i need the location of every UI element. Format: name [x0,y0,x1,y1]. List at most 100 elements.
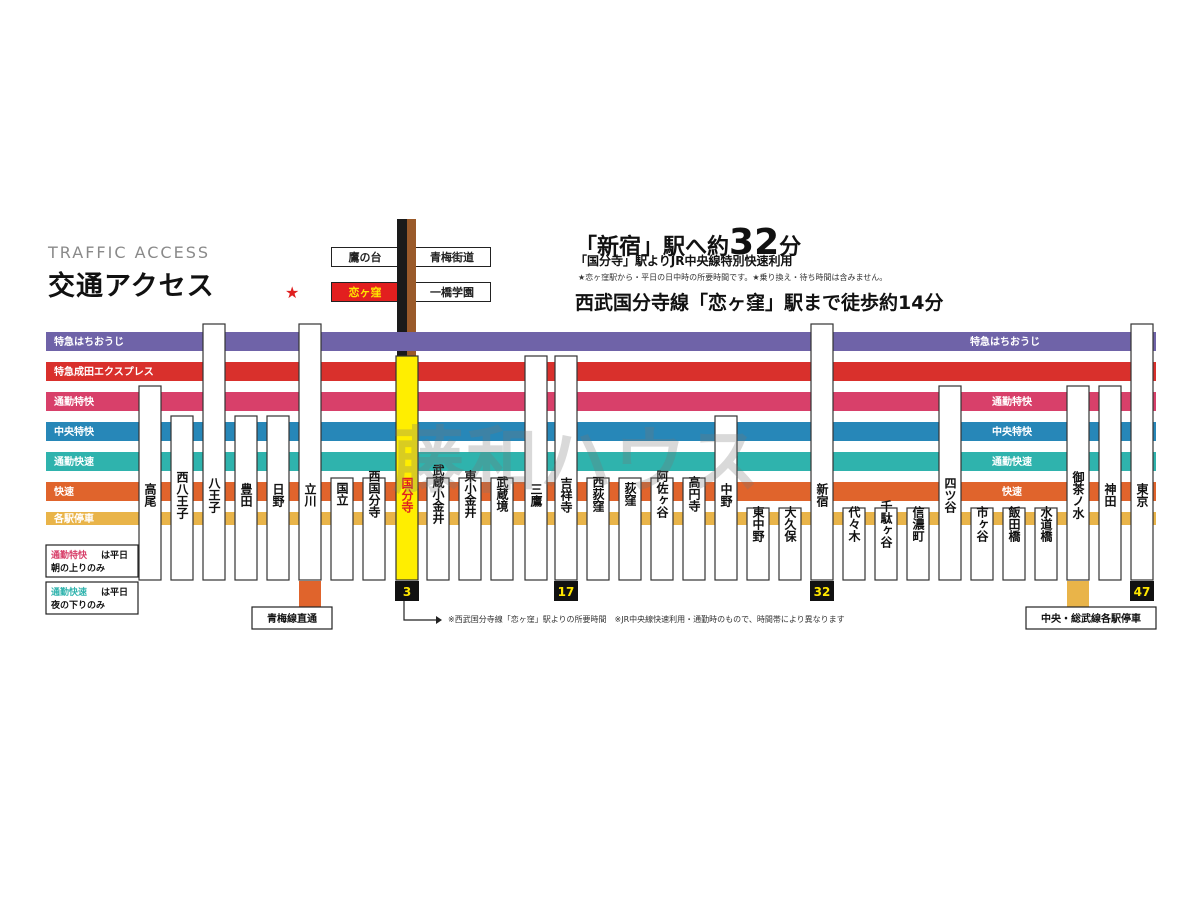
station-label-19: 東中野 [751,505,765,543]
legend-note-box-0 [45,544,139,578]
line-label-bg-6 [46,512,138,525]
station-column-31 [1130,323,1154,581]
star-icon: ★ [285,283,300,302]
line-right-label-5: 快速 [1001,485,1022,498]
station-column-28 [1034,507,1058,581]
station-hitotsubashigakuen: 一橋学園 [413,282,491,302]
legend-note-rest-b-0: 朝の上りのみ [51,562,105,574]
line-right-label-4: 通勤快速 [992,455,1032,468]
legend-note-colored-1: 通勤快速 [51,586,87,598]
station-label-25: 四ツ谷 [943,477,957,514]
station-label-12: 三鷹 [529,483,543,508]
station-column-30 [1098,385,1122,581]
line-right-label-0: 特急はちおうじ [970,335,1040,348]
station-column-15 [618,477,642,581]
title-ja: 交通アクセス [48,271,215,302]
line-label-bg-3 [46,422,138,441]
station-column-3 [234,415,258,581]
station-label-22: 代々木 [847,505,861,543]
ome-stub [299,581,321,607]
time-badge-label-2: 32 [814,585,831,599]
station-label-11: 武蔵境 [495,475,509,513]
station-label-4: 日野 [271,483,285,508]
station-label-31: 東京 [1135,482,1149,508]
station-column-10 [458,477,482,581]
time-badge-label-1: 17 [558,585,575,599]
station-column-21 [810,323,834,581]
station-label-28: 水道橋 [1039,505,1053,543]
line-band-0 [46,332,1156,351]
station-label-20: 大久保 [783,505,797,543]
station-column-16 [650,477,674,581]
station-column-13 [554,355,578,581]
station-label-17: 高円寺 [687,475,701,513]
station-column-9 [426,477,450,581]
line-label-6: 各駅停車 [53,512,94,525]
line-label-bg-0 [46,332,138,351]
station-column-0 [138,385,162,581]
fine-print: ★恋ヶ窪駅から・平日の日中時の所要時間です。★乗り換え・待ち時間は含みません。 [578,273,888,282]
ome-label: 青梅線直通 [267,612,317,625]
headline-post: 分 [779,235,802,260]
station-column-4 [266,415,290,581]
station-label-16: 阿佐ヶ谷 [655,470,669,519]
time-badge-2 [810,581,834,601]
line-label-2: 通勤特快 [54,395,95,408]
line-label-bg-2 [46,392,138,411]
sobu-stub [1067,581,1089,607]
legend-note-colored-0: 通勤特快 [51,549,88,561]
time-badge-0 [395,581,419,601]
line-label-5: 快速 [53,485,74,498]
station-label-5: 立川 [303,482,317,507]
line-band-1 [46,362,1156,381]
line-label-4: 通勤快速 [54,455,94,468]
station-label-10: 東小金井 [463,469,477,519]
station-column-20 [778,507,802,581]
station-label-1: 西八王子 [175,471,189,520]
station-column-19 [746,507,770,581]
station-omekaido: 青梅街道 [413,247,491,267]
station-label-21: 新宿 [815,482,829,508]
line-right-label-2: 通勤特快 [992,395,1033,408]
footnote: ※西武国分寺線「恋ヶ窪」駅よりの所要時間 ※JR中央線快速利用・通勤時のもので、… [448,615,845,624]
headline-pre: 「新宿」駅へ約 [575,235,730,260]
station-label-3: 豊田 [239,482,253,508]
title-en: TRAFFIC ACCESS [48,243,210,262]
headline-minutes: 32 [729,222,780,263]
station-column-17 [682,477,706,581]
line-right-label-3: 中央特快 [992,425,1033,438]
time-badge-1 [554,581,578,601]
line-label-1: 特急成田エクスプレス [54,365,154,378]
station-column-24 [906,507,930,581]
ome-label-box [251,606,333,630]
station-column-5 [298,323,322,581]
line-band-2 [46,392,1156,411]
station-label-2: 八王子 [207,477,221,514]
station-column-29 [1066,385,1090,581]
station-label-7: 西国分寺 [367,470,381,519]
time-badge-3 [1130,581,1154,601]
seibu-line-brown [407,219,416,361]
route-note: 「国分寺」駅よりJR中央線特別快速利用 [575,254,793,268]
station-label-15: 荻窪 [623,481,637,507]
legend-note-rest-b-1: 夜の下りのみ [50,599,105,611]
seibu-line-dark [397,219,407,361]
legend-note-rest-a-0: は平日 [101,550,128,561]
station-label-27: 飯田橋 [1007,505,1021,543]
station-column-22 [842,507,866,581]
station-label-29: 御茶ノ水 [1071,470,1085,520]
walk-time: 西武国分寺線「恋ヶ窪」駅まで徒歩約14分 [575,292,944,314]
sobu-label-box [1025,606,1157,630]
station-label-14: 西荻窪 [591,476,605,513]
station-column-14 [586,477,610,581]
legend-note-box-1 [45,581,139,615]
station-column-8 [395,355,419,581]
station-column-25 [938,385,962,581]
line-label-bg-1 [46,362,138,381]
station-label-8: 国分寺 [400,477,414,514]
station-label-24: 信濃町 [911,505,925,543]
station-column-6 [330,477,354,581]
line-band-4 [46,452,1156,471]
